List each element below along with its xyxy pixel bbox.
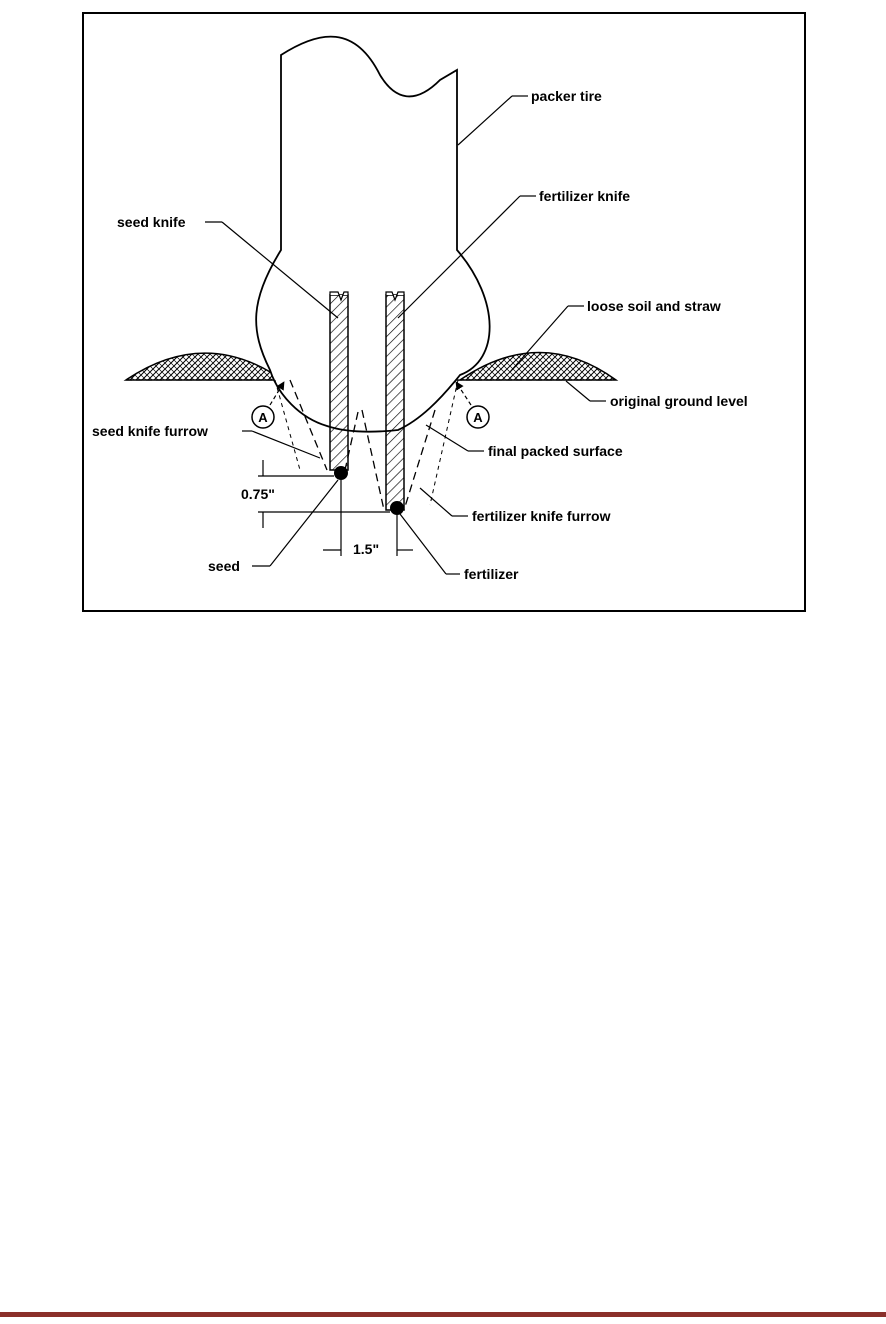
final-packed-outline: [274, 379, 459, 506]
label-seed: seed: [208, 558, 240, 574]
seed-dot: [334, 466, 348, 480]
marker-a-left: [251, 405, 275, 429]
label-fertilizer: fertilizer: [464, 566, 519, 582]
fertilizer-dot: [390, 501, 404, 515]
label-fertilizer-furrow: fertilizer knife furrow: [472, 508, 611, 524]
label-fertilizer-knife: fertilizer knife: [539, 188, 630, 204]
dim-vertical-label: 0.75": [241, 486, 275, 502]
loose-soil-mound-right: [457, 351, 619, 381]
leader-original-ground-diag: [565, 380, 591, 402]
marker-a-left-arrow: [269, 381, 285, 406]
fertilizer-knife-furrow-outline: [361, 409, 436, 511]
loose-soil-mound-left: [123, 352, 278, 381]
leader-fertilizer-furrow-diag: [419, 487, 453, 517]
marker-a-right: [466, 405, 490, 429]
footer-rule: [0, 1312, 886, 1317]
seed-knife: [329, 294, 349, 471]
label-packer-tire: packer tire: [531, 88, 602, 104]
label-loose-soil: loose soil and straw: [587, 298, 721, 314]
diagram-frame: [82, 12, 806, 612]
leader-fertilizer-knife-diag: [397, 195, 521, 319]
label-original-ground: original ground level: [610, 393, 748, 409]
leader-seed-knife-diag: [221, 221, 339, 319]
fertilizer-knife: [385, 294, 405, 511]
leader-seed-knife-furrow-diag: [251, 430, 321, 459]
leader-loose-soil-diag: [509, 305, 569, 373]
seed-knife-top-notch: [329, 291, 349, 302]
marker-a-left-label: A: [258, 410, 268, 425]
leader-fertilizer-diag: [399, 513, 447, 575]
leader-final-packed-diag: [425, 424, 469, 452]
dim-horizontal-label: 1.5": [353, 541, 379, 557]
marker-a-right-arrow: [455, 381, 472, 406]
label-seed-knife-furrow: seed knife furrow: [92, 423, 208, 439]
fertilizer-knife-top-notch: [385, 291, 405, 302]
packer-tire: [255, 35, 491, 433]
leader-packer-tire-diag: [457, 95, 513, 146]
seed-knife-furrow-outline: [289, 379, 359, 471]
label-seed-knife: seed knife: [117, 214, 186, 230]
marker-a-right-label: A: [473, 410, 483, 425]
leader-seed-diag: [269, 479, 339, 567]
label-final-packed: final packed surface: [488, 443, 623, 459]
